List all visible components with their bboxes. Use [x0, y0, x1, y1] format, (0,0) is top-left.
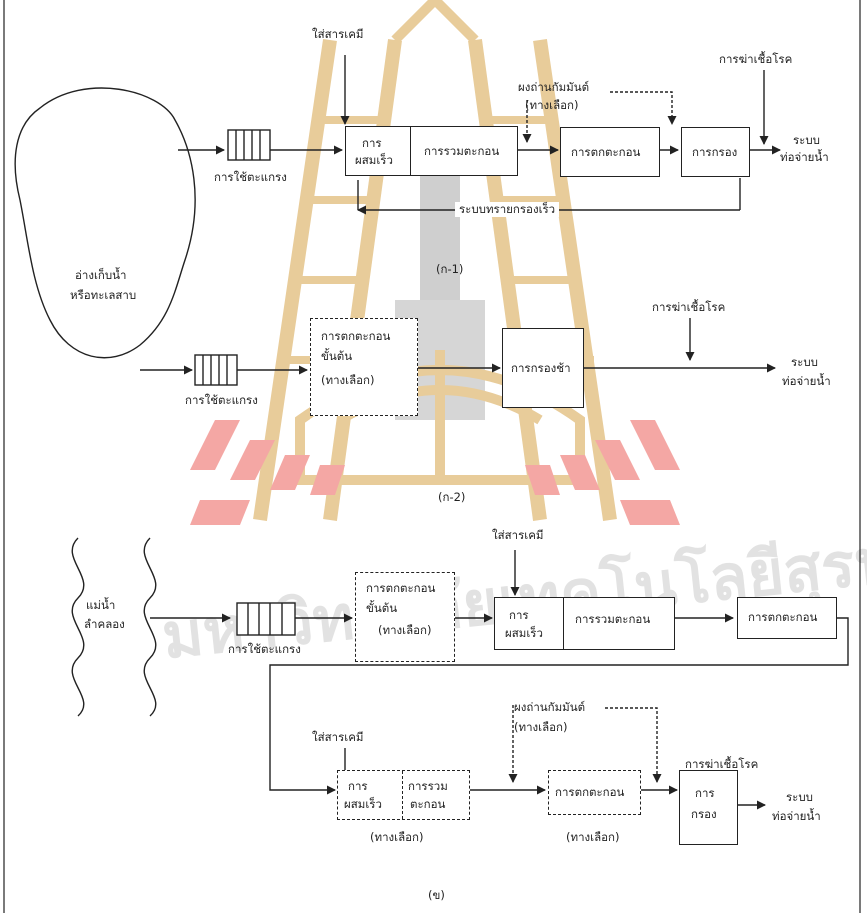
a1-rapid-mix-1: การ — [362, 136, 382, 151]
a2-slow-filter: การกรองช้า — [511, 361, 571, 376]
a2-disinfect-label: การฆ่าเชื้อโรค — [652, 300, 725, 315]
b-presedimentation-box: การตกตะกอน ขั้นต้น (ทางเลือก) — [355, 572, 455, 662]
a1-flocculation: การรวมตะกอน — [424, 144, 499, 159]
b-river-1: แม่น้ำ — [86, 598, 115, 613]
a1-filtration-box: การกรอง — [681, 127, 750, 177]
reservoir-label-2: หรือทะเลสาบ — [70, 288, 136, 303]
b-presed-3: (ทางเลือก) — [378, 623, 431, 638]
a1-powder-option: (ทางเลือก) — [525, 98, 578, 113]
b-flocculation: การรวมตะกอน — [575, 612, 650, 627]
reservoir-label-1: อ่างเก็บน้ำ — [75, 268, 127, 283]
a1-disinfect-label: การฆ่าเชื้อโรค — [719, 52, 792, 67]
b-mix-floc-box-2: การ ผสมเร็ว การรวม ตะกอน — [337, 770, 470, 820]
b-river-2: ลำคลอง — [84, 617, 125, 632]
b-option-2: (ทางเลือก) — [566, 830, 619, 845]
b-rapid-mix2-2: ผสมเร็ว — [344, 797, 382, 812]
b-option-1: (ทางเลือก) — [370, 830, 423, 845]
a1-output-2: ท่อจ่ายน้ำ — [780, 150, 829, 165]
b-powder-label: ผงถ่านกัมมันต์ — [514, 700, 585, 715]
a1-output-1: ระบบ — [793, 133, 820, 148]
b-sedimentation: การตกตะกอน — [748, 610, 817, 625]
a2-output-2: ท่อจ่ายน้ำ — [782, 374, 831, 389]
b-chem-label-2: ใส่สารเคมี — [312, 730, 364, 745]
b-mix-floc-box: การ ผสมเร็ว การรวมตะกอน — [494, 597, 675, 650]
a2-presed-3: (ทางเลือก) — [321, 373, 374, 388]
river-shape-left — [72, 538, 84, 716]
b-output-2: ท่อจ่ายน้ำ — [772, 809, 821, 824]
b-presed-1: การตกตะกอน — [366, 581, 435, 596]
b-chem-label: ใส่สารเคมี — [492, 528, 544, 543]
a1-powder-label: ผงถ่านกัมมันต์ — [518, 80, 589, 95]
a1-rapid-mix-2: ผสมเร็ว — [355, 153, 393, 168]
a2-slow-filter-box: การกรองช้า — [502, 328, 584, 408]
b-caption: (ข) — [428, 888, 445, 903]
b-filtration-2: กรอง — [691, 807, 717, 822]
b-flocculation2-2: ตะกอน — [410, 797, 445, 812]
b-output-1: ระบบ — [786, 790, 813, 805]
a2-presed-1: การตกตะกอน — [321, 329, 390, 344]
a1-backwash-label: ระบบทรายกรองเร็ว — [455, 202, 559, 217]
bar-screen-a2 — [195, 355, 237, 385]
b-sedimentation-box-2: การตกตะกอน — [548, 770, 641, 815]
b-sedimentation2: การตกตะกอน — [555, 785, 624, 800]
b-flocculation2-1: การรวม — [408, 779, 448, 794]
a1-caption: (ก-1) — [436, 262, 463, 277]
a2-presed-2: ขั้นต้น — [321, 349, 352, 364]
a1-filtration: การกรอง — [692, 145, 737, 160]
b-rapid-mix-2: ผสมเร็ว — [505, 626, 543, 641]
b-presed-2: ขั้นต้น — [366, 601, 397, 616]
b-filtration-box: การ กรอง — [679, 770, 738, 845]
a1-mix-floc-box: การ ผสมเร็ว การรวมตะกอน — [345, 126, 518, 176]
reservoir-shape — [15, 88, 195, 358]
a2-screen-label: การใช้ตะแกรง — [185, 393, 258, 408]
b-screen-label: การใช้ตะแกรง — [228, 642, 301, 657]
bar-screen-b — [237, 603, 295, 635]
a2-presedimentation-box: การตกตะกอน ขั้นต้น (ทางเลือก) — [310, 318, 418, 416]
bar-screen-a1 — [228, 130, 270, 160]
a1-sedimentation-box: การตกตะกอน — [560, 127, 660, 177]
b-powder-option: (ทางเลือก) — [514, 720, 567, 735]
a1-chem-label: ใส่สารเคมี — [312, 27, 364, 42]
a2-caption: (ก-2) — [438, 490, 465, 505]
b-rapid-mix2-1: การ — [348, 779, 368, 794]
a1-screen-label: การใช้ตะแกรง — [214, 170, 287, 185]
b-disinfect-label: การฆ่าเชื้อโรค — [685, 757, 758, 772]
b-sedimentation-box: การตกตะกอน — [737, 597, 837, 639]
a1-sedimentation: การตกตะกอน — [571, 145, 640, 160]
b-rapid-mix-1: การ — [509, 608, 529, 623]
b-filtration-1: การ — [695, 786, 715, 801]
river-shape-right — [144, 538, 156, 716]
a2-output-1: ระบบ — [791, 355, 818, 370]
